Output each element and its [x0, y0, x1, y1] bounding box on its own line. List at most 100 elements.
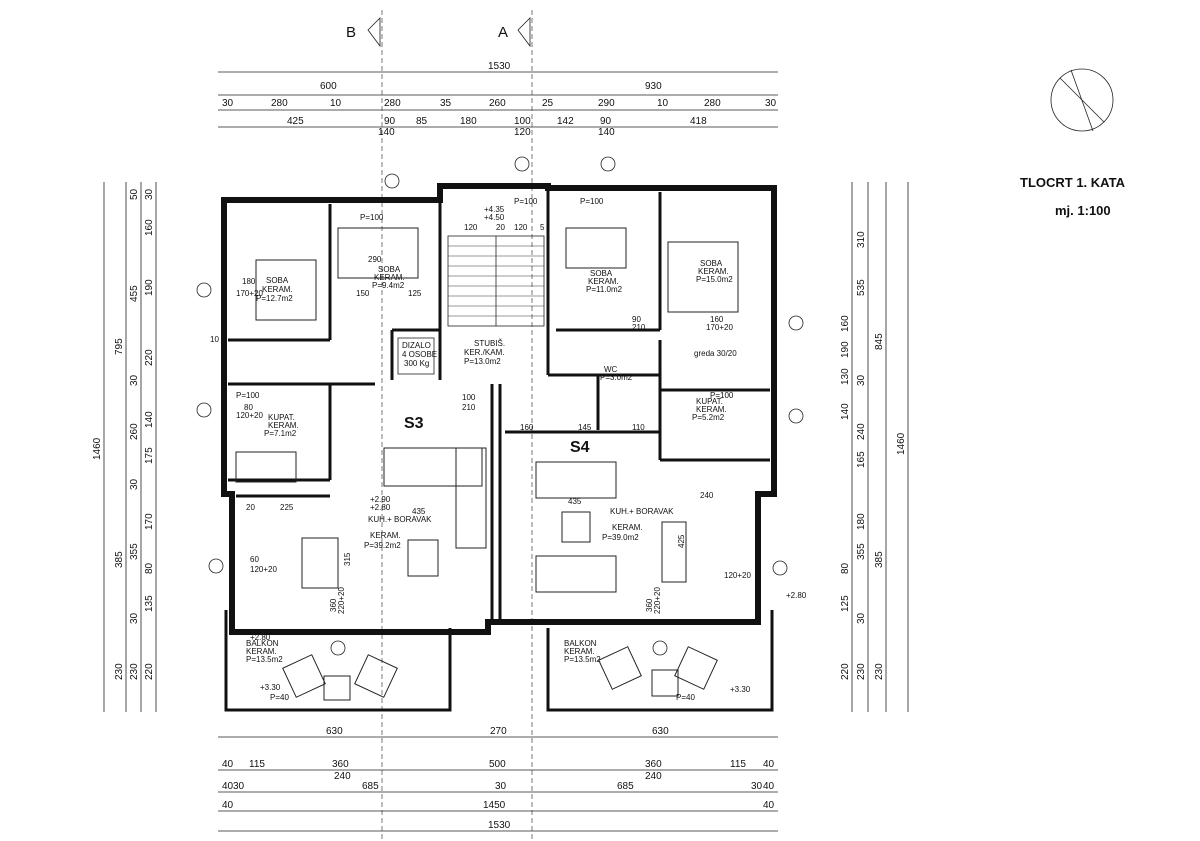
sofa-icon — [383, 447, 483, 487]
dimension-label: P=100 — [710, 391, 734, 400]
room-label: SOBA KERAM. P=15.0m2 — [696, 259, 733, 284]
dimension-label: BALKON — [564, 639, 597, 648]
dimension-label: 160 — [840, 315, 851, 332]
dimension-label: 90 — [632, 315, 641, 324]
dimension-label: 40 — [763, 781, 775, 792]
dimension-label: 220 — [144, 663, 155, 680]
dimension-label: 435 — [412, 507, 426, 516]
dimension-label: 500 — [489, 759, 506, 770]
dimension-label: 310 — [856, 231, 867, 248]
dimension-label: 240 — [645, 771, 662, 782]
dimension-label: 315 — [343, 552, 352, 566]
dimension-label: P=40 — [270, 693, 289, 702]
dimension-label: 30 — [233, 781, 245, 792]
dimension-label: 120+20 — [250, 565, 277, 574]
dimension-label: 225 — [280, 503, 294, 512]
dimension-label: P=3.0m2 — [600, 373, 633, 382]
dimension-label: 1460 — [896, 432, 907, 455]
dimension-label: 10 — [330, 98, 342, 109]
dimension-label: P=12.7m2 — [256, 294, 293, 303]
dimension-label: P=40 — [676, 693, 695, 702]
dimension-label: 1450 — [483, 800, 506, 811]
dimension-label: 40 — [222, 781, 234, 792]
room-label: KUPAT. KERAM. P=5.2m2 — [692, 397, 727, 422]
dimension-label: 125 — [408, 289, 422, 298]
dimension-label: 360 — [645, 759, 662, 770]
plan-title: TLOCRT 1. KATA — [1020, 175, 1126, 190]
armchair-icon — [674, 646, 718, 690]
dimension-label: P=13.5m2 — [246, 655, 283, 664]
opening-annotations: P=100 P=100 P=100 P=100 P=100 P=40 P=40 … — [236, 197, 751, 702]
room-label: KUH.+ BORAVAK KERAM. P=39.0m2 — [602, 507, 674, 542]
dimension-label: 360 — [329, 598, 338, 612]
plan-scale: mj. 1:100 — [1055, 203, 1111, 218]
dimension-label: 300 Kg — [404, 359, 429, 368]
table-icon — [407, 539, 439, 577]
bathtub-icon — [235, 451, 297, 483]
dimension-label: 115 — [730, 759, 746, 770]
dimension-label: 1530 — [488, 61, 511, 72]
dimension-label: 140 — [144, 411, 155, 428]
dimension-label: +2.80 — [786, 591, 807, 600]
dimension-label: 100 — [462, 393, 476, 402]
dimension-label: 355 — [129, 543, 140, 560]
dimension-label: KERAM. — [268, 421, 299, 430]
dimension-label: +3.30 — [730, 685, 751, 694]
dimension-label: P=100 — [514, 197, 538, 206]
dimension-label: SOBA — [700, 259, 723, 268]
sofa-icon — [535, 461, 617, 499]
dimension-label: WC — [604, 365, 618, 374]
dimension-label: 115 — [249, 759, 265, 770]
dimension-label: 290 — [598, 98, 615, 109]
dining-table-icon — [661, 521, 687, 583]
dimension-label: 355 — [856, 543, 867, 560]
building-walls — [221, 183, 777, 712]
dimension-label: 418 — [690, 116, 707, 127]
dimension-label: +2.90 — [370, 495, 391, 504]
dimension-label: 260 — [129, 423, 140, 440]
dimension-label: 360 — [645, 598, 654, 612]
dimension-label: P=15.0m2 — [696, 275, 733, 284]
dimension-label: BALKON — [246, 639, 279, 648]
section-label-a: A — [498, 24, 508, 41]
room-label: SOBA KERAM. P=11.0m2 — [586, 269, 623, 294]
dimension-label: KUH.+ BORAVAK — [610, 507, 674, 516]
dimension-label: 845 — [874, 333, 885, 350]
dimension-label: 90 — [600, 116, 612, 127]
dimension-label: 190 — [840, 341, 851, 358]
dimension-label: KUH.+ BORAVAK — [368, 515, 432, 524]
sofa-icon — [455, 447, 487, 549]
dimension-label: 425 — [677, 534, 686, 548]
room-label: DIZALO 4 OSOBE 300 Kg — [402, 341, 437, 368]
dimension-label: DIZALO — [402, 341, 431, 350]
dimension-label: 160 — [710, 315, 724, 324]
dimension-label: 230 — [129, 663, 140, 680]
room-label: SOBA KERAM. P=12.7m2 — [256, 276, 293, 303]
room-label: WC P=3.0m2 — [600, 365, 633, 382]
dimension-label: 4 OSOBE — [402, 350, 437, 359]
dimension-label: 630 — [652, 726, 669, 737]
dimension-label: 10 — [657, 98, 669, 109]
dimension-label: 30 — [751, 781, 763, 792]
room-label: SOBA KERAM. P=9.4m2 — [372, 265, 405, 290]
dimension-label: 80 — [144, 562, 155, 574]
dimension-label: 20 — [246, 503, 255, 512]
dimension-label: 80 — [840, 562, 851, 574]
dimension-label: 120+20 — [236, 411, 263, 420]
dimension-label: 1530 — [488, 820, 511, 831]
sofa-icon — [535, 555, 617, 593]
dimension-label: P=39.2m2 — [364, 541, 401, 550]
furniture — [235, 227, 739, 701]
dimension-label: 40 — [222, 759, 234, 770]
dimension-label: 35 — [440, 98, 452, 109]
dimensions-left: 1460 795 385 230 50 455 30 260 30 355 30… — [92, 182, 157, 712]
armchair-icon — [282, 654, 326, 698]
dimensions-bottom: 630 270 630 40 115 360 500 360 115 40 24… — [218, 726, 778, 832]
dimension-label: 170+20 — [706, 323, 733, 332]
dimension-label: 180 — [460, 116, 477, 127]
dimension-label: 455 — [129, 285, 140, 302]
dimension-label: 175 — [144, 447, 155, 464]
dimension-label: 30 — [129, 478, 140, 490]
section-marker-a: A — [498, 10, 533, 841]
dimension-label: +2.80 — [370, 503, 391, 512]
